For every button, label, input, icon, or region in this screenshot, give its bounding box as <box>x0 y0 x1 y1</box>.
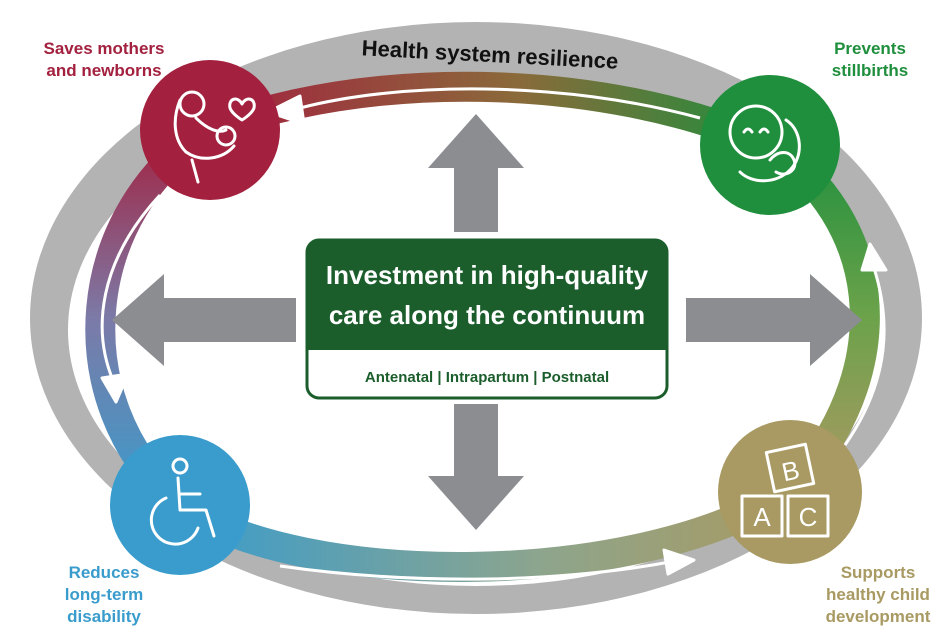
block-a-letter: A <box>753 502 771 532</box>
development-label-line3: development <box>826 607 931 626</box>
disability-label-line2: long-term <box>65 585 143 604</box>
block-b <box>764 442 816 494</box>
wheelchair-icon <box>149 457 216 546</box>
arrowhead-left <box>100 372 130 404</box>
block-a <box>740 494 784 538</box>
block-b-letter: B <box>779 454 802 487</box>
disability-label-line3: disability <box>67 607 141 626</box>
center-title-line2: care along the continuum <box>329 300 645 330</box>
stillbirths-label-line1: Prevents <box>834 39 906 58</box>
development-label-line2: healthy child <box>826 585 930 604</box>
abc-blocks-icon <box>740 442 830 538</box>
fetus-icon <box>728 104 801 183</box>
development-label-line1: Supports <box>841 563 916 582</box>
arrowhead-bottom <box>662 548 696 576</box>
arrowhead-top <box>266 94 306 126</box>
mothers-label-line2: and newborns <box>46 61 161 80</box>
block-c <box>786 494 830 538</box>
arrow-up <box>428 114 524 232</box>
arrow-right <box>686 274 862 366</box>
mother-baby-heart-icon <box>173 90 256 184</box>
central-arrows <box>112 114 862 530</box>
arrowhead-right <box>860 242 888 272</box>
stillbirths-node <box>700 75 840 215</box>
disability-node <box>110 435 250 575</box>
center-box: Investment in high-quality care along th… <box>305 238 669 400</box>
arrow-down <box>428 404 524 530</box>
block-c-letter: C <box>799 502 818 532</box>
center-phases: Antenatal | Intrapartum | Postnatal <box>365 369 609 386</box>
center-title-line1: Investment in high-quality <box>326 260 649 290</box>
stillbirths-label-line2: stillbirths <box>832 61 909 80</box>
mothers-label-line1: Saves mothers <box>44 39 165 58</box>
development-node: B A C <box>718 420 862 564</box>
cycle-direction-arrows <box>100 87 888 581</box>
mothers-node <box>140 60 280 200</box>
arrow-left <box>112 274 296 366</box>
disability-label-line1: Reduces <box>69 563 140 582</box>
